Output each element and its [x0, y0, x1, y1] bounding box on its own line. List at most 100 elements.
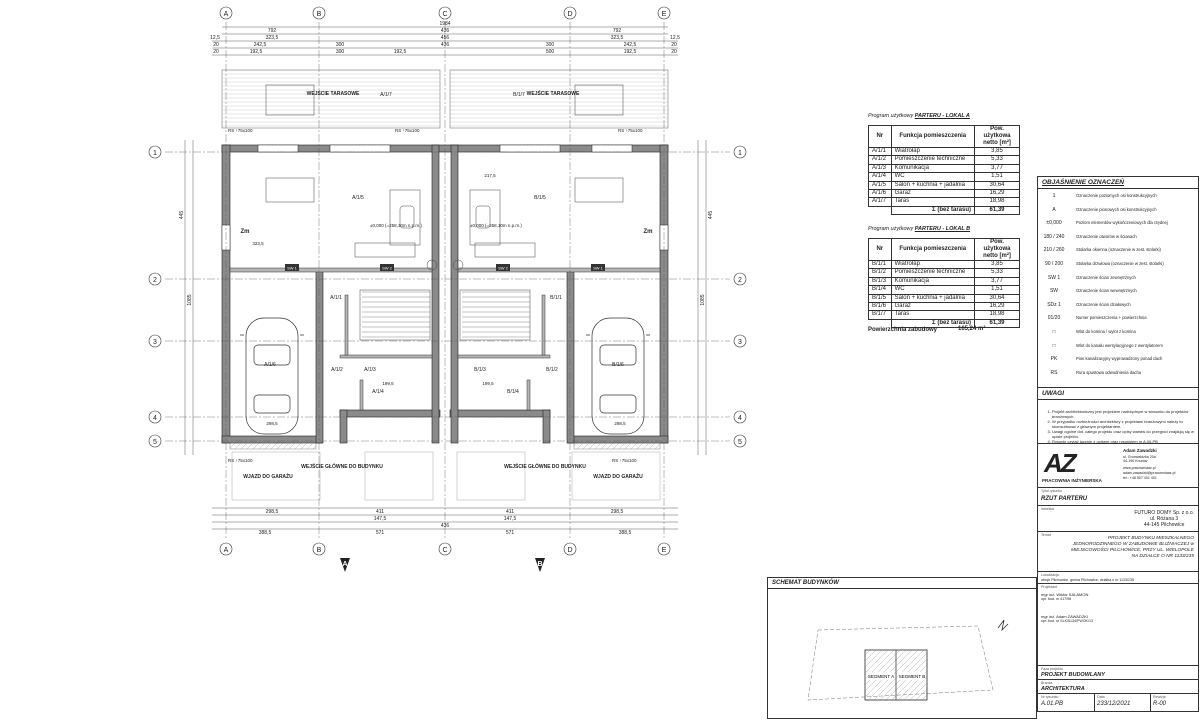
designer1-permit: upr. bud. nr 417/98: [1041, 597, 1072, 601]
section-b-label: B: [537, 561, 542, 568]
axis-row-1-right: 1: [738, 150, 742, 157]
dim-bot-r3-0: 436: [441, 523, 450, 529]
table-a-cell: A/1/6: [868, 189, 892, 199]
room-b-1-1: B/1/1: [550, 295, 562, 301]
table-b-cell: Taras: [890, 310, 976, 320]
table-a-total-row: Σ (bez tarasu)61,39: [869, 205, 1020, 216]
legend-text: Oznaczenie pionowych osi konstrukcyjnych: [1076, 206, 1157, 212]
axis-col-c-top: C: [442, 11, 447, 18]
investor: FUTURO DOMY Sp. z o.o. ul. Różana 3 44-1…: [1134, 510, 1194, 528]
th-area: Pow. użytkowa netto [m²]: [974, 238, 1020, 261]
dim-top-r2-3: 323,5: [611, 35, 624, 41]
label-garage-entry-b: WJAZD DO GARAŻU: [593, 473, 643, 480]
dim-bot-r4-3: 388,5: [619, 530, 632, 536]
legend-text: Pion kanalizacyjny wyprowadzony ponad da…: [1076, 356, 1163, 362]
phase-label: Faza projektu: [1041, 667, 1063, 671]
branch: ARCHITEKTURA: [1041, 686, 1085, 692]
company-mail: adam.zawadzki@pracowniaaz.pl: [1123, 471, 1176, 475]
room-b-1-4: B/1/4: [507, 389, 519, 395]
inner-walls: [229, 267, 661, 411]
legend-text: Wlot do kanału wentylacyjnego z wentylat…: [1076, 342, 1163, 348]
label-rs-2: RS ↑75x100: [395, 128, 420, 133]
table-b-cell: B/1/7: [868, 310, 892, 320]
table-b-cell: 5,33: [974, 268, 1020, 278]
dim-left-1: 1085: [187, 294, 193, 305]
table-b-cell: B/1/5: [868, 293, 892, 304]
dim-top-r4-0: 20: [213, 49, 219, 55]
legend-text: Oznaczenie ścian zewnętrznych: [1076, 274, 1136, 280]
tag-sw1-a: SW 1: [287, 266, 298, 271]
room-a-1-7: A/1/7: [380, 92, 392, 98]
label-level-b: ±0,000 (=258,10m n.p.m.): [470, 223, 522, 228]
num-label: Nr rysunku: [1041, 695, 1059, 699]
dim-top-r2-0: 12,5: [210, 35, 220, 41]
table-b-caption: Program użytkowy PARTERU - LOKAL B: [868, 226, 971, 232]
schema-drawing: SEGMENT A SEGMENT B: [807, 619, 1009, 701]
table-a-cell: 30,64: [974, 180, 1020, 191]
dim-bot-r2-1: 147,5: [504, 516, 517, 522]
legend-symbol: SW: [1049, 288, 1059, 295]
label-entry-terrace-b: WEJŚCIE TARASOWE: [527, 90, 580, 97]
th-nr: Nr: [868, 238, 892, 261]
location-label: Lokalizacja: [1041, 573, 1059, 577]
dim-top-r4-3: 192,5: [394, 49, 407, 55]
table-b-cell: 30,64: [974, 293, 1020, 304]
dim-left-0: 445: [179, 211, 185, 220]
table-a-cell: 18,98: [974, 197, 1020, 207]
legend-title: OBJAŚNIENIE OZNACZEŃ: [1038, 177, 1198, 189]
phase: PROJEKT BUDOWLANY: [1041, 672, 1105, 678]
table-b-cell: Komunikacja: [890, 276, 976, 287]
table-a-cell: 1,51: [974, 172, 1020, 182]
legend-symbol: ±0,000: [1046, 220, 1062, 227]
dim-top-r3-0: 20: [213, 42, 219, 48]
label-rs-5: RS ↑75x100: [612, 458, 637, 463]
segment-a-label: SEGMENT A: [868, 674, 894, 679]
room-b-1-5: B/1/5: [534, 195, 546, 201]
axis-col-a-top: A: [224, 11, 229, 18]
car-a: [240, 317, 304, 435]
dim-top-r2-2: 456: [441, 35, 450, 41]
table-b-cell: 3,85: [974, 259, 1020, 270]
room-a-1-1: A/1/1: [330, 295, 342, 301]
table-b-cell: 1,51: [974, 285, 1020, 295]
axis-col-d-bot: D: [567, 547, 572, 554]
designer2-permit: upr. bud. nr SLK/5134/PWOK/13: [1041, 619, 1093, 623]
subject: PROJEKT BUDYNKU MIESZKALNEGO JEDNORODZIN…: [1070, 536, 1194, 559]
dim-top-r3-4: 300: [546, 42, 555, 48]
table-b-cell: B/1/6: [868, 302, 892, 312]
axis-col-c-bot: C: [442, 547, 447, 554]
axis-col-a-bot: A: [224, 547, 229, 554]
dim-bot-r1-3: 298,5: [611, 509, 624, 515]
dim-inner-3: 199,5: [482, 381, 494, 386]
legend-text: Wlot do komina / wylot z komina: [1076, 329, 1136, 334]
dim-inner-0: 323,5: [252, 241, 264, 246]
table-a-cell: WC: [890, 172, 976, 182]
room-b-1-6: B/1/6: [612, 362, 624, 368]
dim-bot-r4-2: 571: [506, 530, 515, 536]
table-b-cell: 3,77: [974, 276, 1020, 287]
table-b-cell: WC: [890, 285, 976, 295]
dim-top-r4-2: 300: [336, 49, 345, 55]
legend-symbol: 01/20: [1047, 315, 1061, 322]
dim-right-1: 445: [708, 211, 714, 220]
drawing-number: A.01.PB: [1041, 701, 1064, 707]
date: 233/12/2021: [1097, 701, 1131, 707]
subject-label: Temat: [1041, 533, 1051, 537]
axis-col-b-bot: B: [317, 547, 322, 554]
label-entry-main-b: WEJŚCIE GŁÓWNE DO BUDYNKU: [504, 462, 586, 470]
legend-text: Stolarka okienna (oznaczenie w zest. sto…: [1076, 247, 1161, 253]
car-b: [586, 317, 650, 435]
legend-symbol: 180 / 240: [1043, 233, 1065, 240]
legend-text: Oznaczenie otworów w ścianach: [1076, 233, 1137, 239]
table-b-total-row: Σ (bez tarasu)61,39: [869, 318, 1020, 329]
segment-b-label: SEGMENT B: [899, 674, 925, 679]
label-entry-terrace-a: WEJŚCIE TARASOWE: [307, 90, 360, 97]
legend-text: Poziom elementów wykończeniowych dla rzę…: [1076, 220, 1168, 226]
designer1: mgr inż. Wiktor SALAMON: [1041, 592, 1089, 597]
axis-col-d-top: D: [567, 11, 572, 18]
